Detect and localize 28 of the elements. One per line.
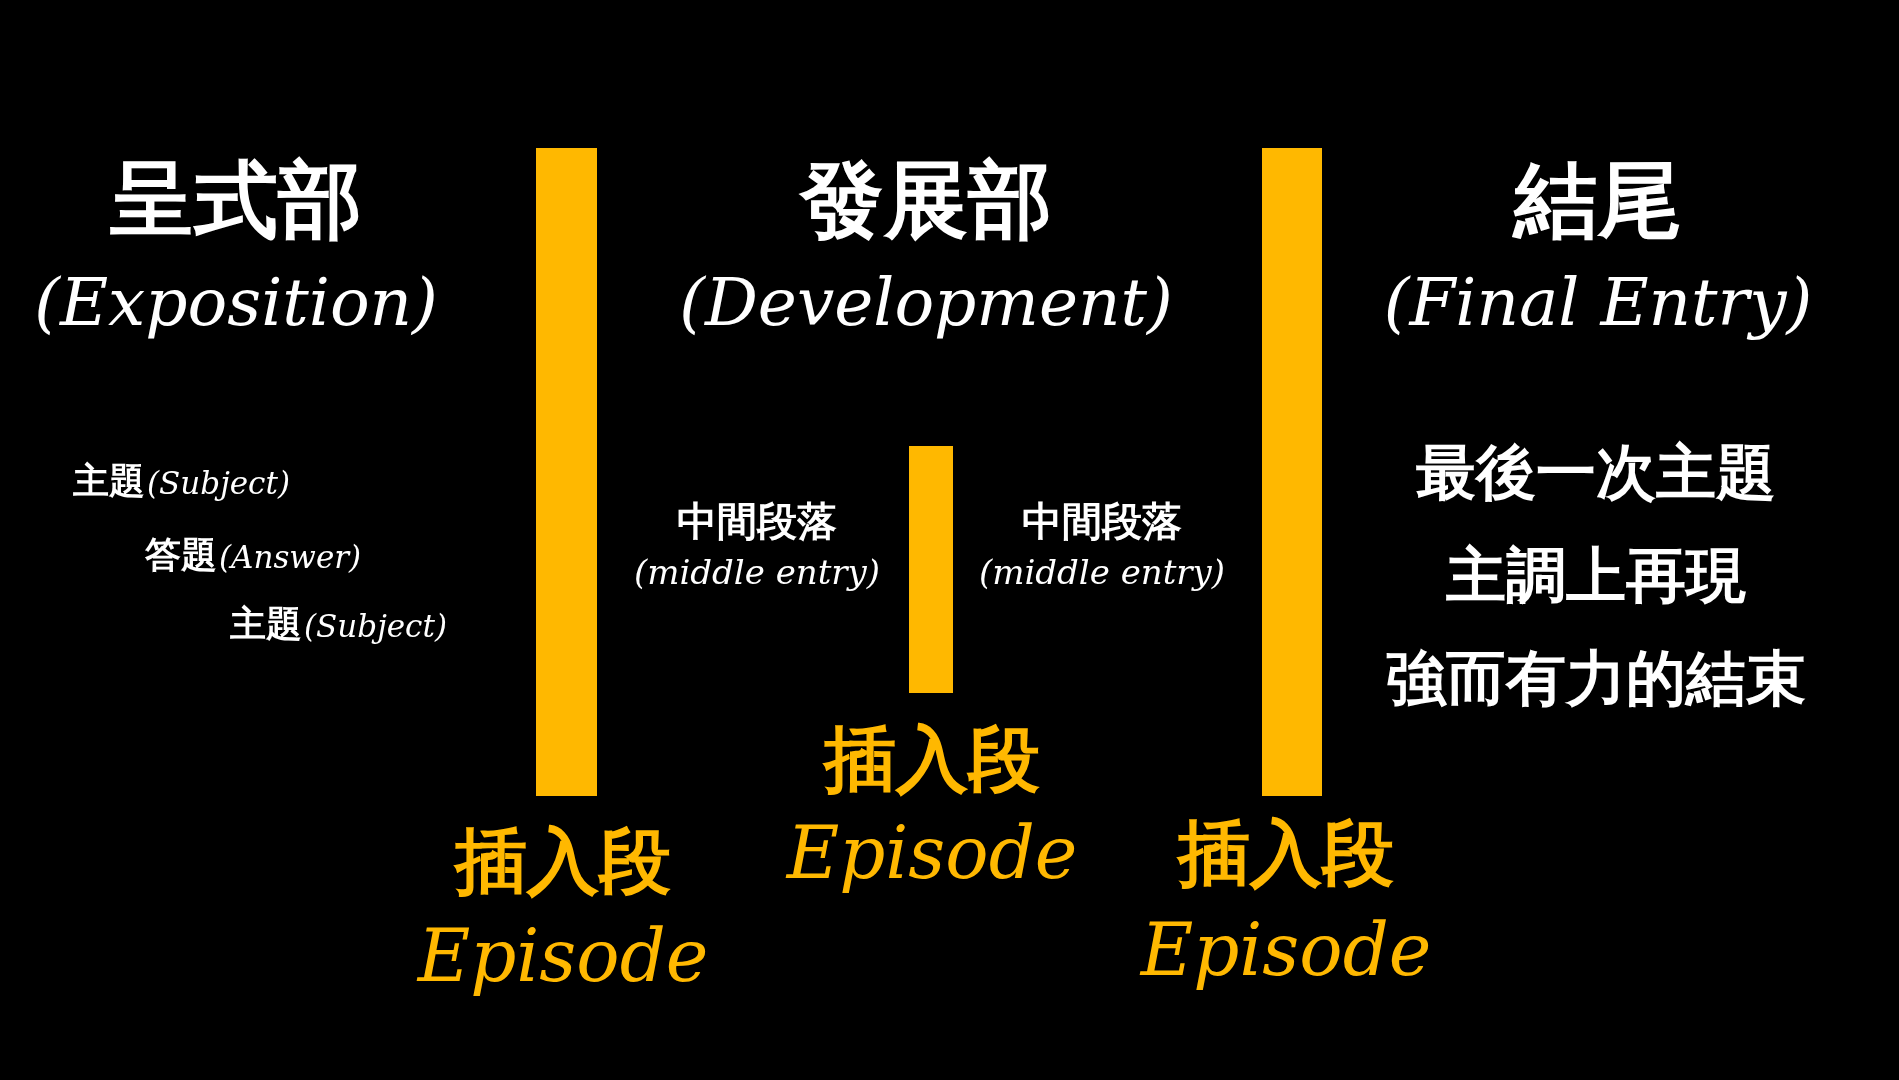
answer-label: (Answer) xyxy=(219,539,362,575)
section-heading: 發展部 xyxy=(800,153,1052,247)
section-heading: 呈式部 xyxy=(110,153,362,247)
entry-subtitle: (middle entry) xyxy=(633,554,881,592)
section-subtitle: (Final Entry) xyxy=(1383,266,1813,340)
episode-subtitle: Episode xyxy=(1140,911,1432,991)
answer-label: 答題 xyxy=(145,535,217,575)
section-subtitle: (Exposition) xyxy=(34,266,438,340)
final-entry-note: 主調上再現 xyxy=(1446,542,1746,608)
divider-bar xyxy=(1262,148,1322,796)
final-entry-note: 強而有力的結束 xyxy=(1386,645,1806,711)
final-entry-note: 最後一次主題 xyxy=(1416,439,1776,505)
subject-label: 主題 xyxy=(73,461,145,501)
episode-subtitle: Episode xyxy=(417,917,709,997)
entry-subtitle: (middle entry) xyxy=(978,554,1226,592)
entry-heading: 中間段落 xyxy=(677,499,837,543)
section-heading: 結尾 xyxy=(1514,153,1682,247)
subject-label: 主題 xyxy=(230,604,302,644)
subject-label: (Subject) xyxy=(147,465,290,501)
entry-heading: 中間段落 xyxy=(1022,499,1182,543)
episode-label: 插入段 xyxy=(1178,814,1394,894)
episode-subtitle: Episode xyxy=(786,814,1078,894)
episode-label: 插入段 xyxy=(455,822,671,902)
episode-label: 插入段 xyxy=(824,720,1040,800)
divider-bar xyxy=(536,148,597,796)
divider-bar xyxy=(909,446,953,693)
section-subtitle: (Development) xyxy=(679,266,1173,340)
subject-label: (Subject) xyxy=(304,608,447,644)
